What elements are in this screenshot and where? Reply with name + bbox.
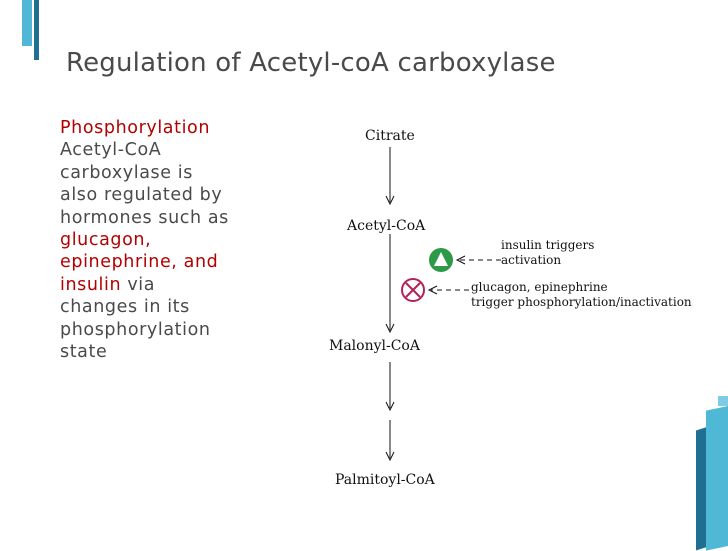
glucagon-note-line-2: trigger phosphorylation/inactivation (471, 295, 692, 309)
decorative-corner-small (718, 396, 728, 406)
text-fragment: via (121, 274, 156, 295)
pathway-diagram: Citrate Acetyl-CoA Malonyl-CoA Palmitoyl… (329, 112, 701, 492)
highlight-text: glucagon, (60, 230, 152, 251)
highlight-text: insulin (60, 274, 122, 295)
decorative-bar-light (22, 0, 32, 46)
text-line: hormones such as (60, 207, 229, 228)
pathway-arrows (385, 147, 501, 462)
glucagon-note-line-1: glucagon, epinephrine (471, 280, 608, 294)
insulin-note-line-2: activation (501, 253, 562, 267)
text-line: Acetyl-CoA (60, 140, 162, 161)
text-line: changes in its (60, 297, 190, 318)
glucagon-note: glucagon, epinephrine trigger phosphoryl… (471, 280, 692, 310)
text-line-mixed: insulin via (60, 274, 330, 296)
node-acetyl-coa: Acetyl-CoA (347, 218, 426, 234)
text-line: also regulated by (60, 185, 223, 206)
section-heading: Phosphorylation (60, 118, 211, 138)
inhibition-icon (401, 278, 425, 302)
node-citrate: Citrate (365, 128, 415, 144)
left-text-block: Phosphorylation Acetyl-CoA carboxylase i… (60, 117, 330, 363)
activation-icon (429, 248, 453, 272)
decorative-bar-dark (34, 0, 39, 60)
highlight-text: epinephrine, and (60, 252, 219, 273)
insulin-note-line-1: insulin triggers (501, 238, 595, 252)
node-palmitoyl-coa: Palmitoyl-CoA (335, 472, 435, 488)
text-line: carboxylase is (60, 162, 193, 183)
text-line: state (60, 342, 108, 363)
node-malonyl-coa: Malonyl-CoA (329, 338, 420, 354)
insulin-note: insulin triggers activation (501, 238, 594, 268)
decorative-corner-light (706, 406, 728, 551)
text-line: phosphorylation (60, 319, 211, 340)
slide-title: Regulation of Acetyl-coA carboxylase (66, 48, 556, 78)
